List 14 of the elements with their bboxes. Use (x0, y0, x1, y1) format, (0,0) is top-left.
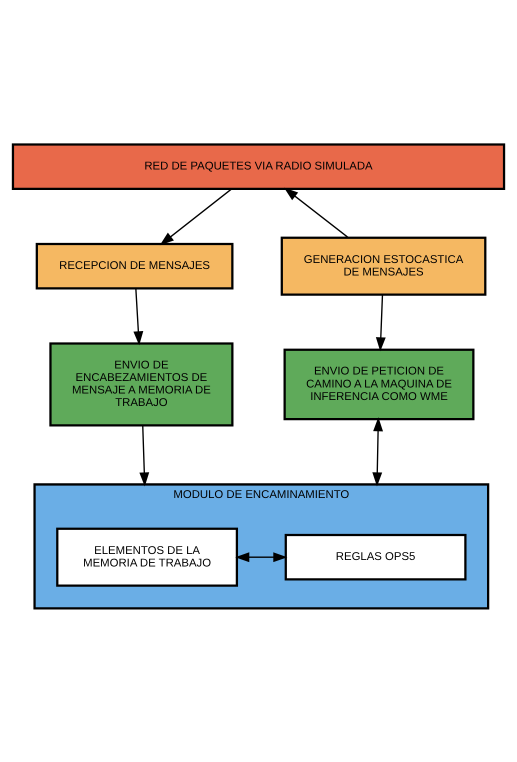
arrow (235, 552, 288, 562)
node-box: GENERACION ESTOCASTICA DE MENSAJES (280, 236, 486, 296)
node-box: ENVIO DE ENCABEZAMIENTOS DE MENSAJE A MEMORIA DE TRABAJO (49, 342, 234, 426)
arrow (139, 426, 150, 487)
node-box: RECEPCION DE MENSAJES (36, 242, 234, 290)
arrow (376, 294, 386, 352)
arrow (284, 188, 349, 238)
node-box: ELEMENTOS DE LA MEMORIA DE TRABAJO (56, 528, 238, 587)
arrow (372, 417, 384, 487)
node-box: REGLAS OPS5 (284, 534, 467, 580)
arrow (133, 288, 144, 346)
node-box: ENVIO DE PETICION DE CAMINO A LA MAQUINA DE INFERENCIA COMO WME (284, 348, 474, 420)
arrow (160, 188, 232, 246)
node-box: RED DE PAQUETES VIA RADIO SIMULADA (12, 143, 506, 190)
